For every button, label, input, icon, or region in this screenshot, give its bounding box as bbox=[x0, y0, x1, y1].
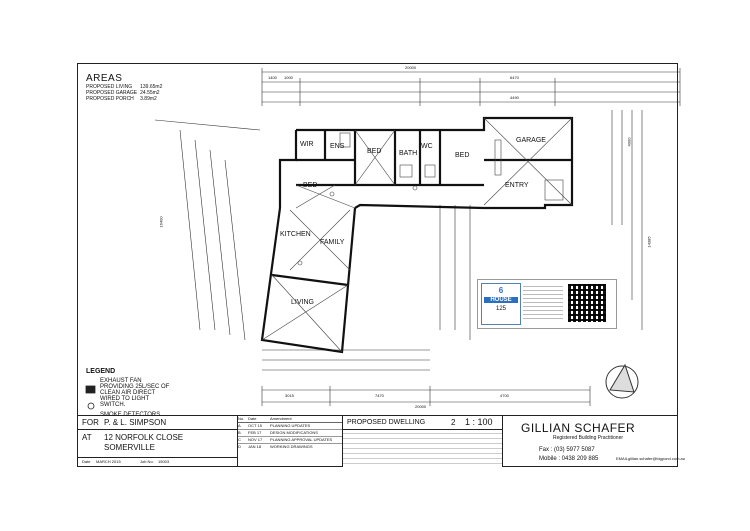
for-label: FOR bbox=[82, 418, 99, 427]
drawing-scale: 1 : 100 bbox=[465, 417, 493, 427]
dim-text: 14385 bbox=[646, 236, 652, 248]
revisions-table: No. Date Amendment A OCT 15 PLANNING UPDAT… bbox=[238, 416, 343, 467]
walls bbox=[260, 116, 574, 354]
rev-no: D bbox=[238, 444, 241, 449]
areas-title: AREAS bbox=[86, 73, 123, 84]
rev-text: WORKING DRAWINGS bbox=[270, 444, 313, 449]
dim-text: 7470 bbox=[375, 393, 384, 398]
energy-rating-certificate: 6 HOUSE 125 bbox=[477, 279, 617, 329]
certificate-text-block bbox=[523, 286, 563, 320]
dim-text: 4490 bbox=[510, 95, 519, 100]
rev-date: OCT 15 bbox=[248, 423, 262, 428]
rev-date: FEB 17 bbox=[248, 430, 262, 435]
email-address: gillian.schafer@bigpond.com.au bbox=[628, 456, 685, 461]
firm-name: GILLIAN SCHAFER bbox=[521, 421, 636, 435]
area-label: PROPOSED LIVING bbox=[86, 84, 133, 90]
area-label: PROPOSED GARAGE bbox=[86, 90, 138, 96]
room-label-entry: ENTRY bbox=[505, 182, 529, 189]
room-label-ens: ENS bbox=[330, 143, 345, 150]
star-rating: 6 bbox=[498, 286, 504, 295]
table-row: B FEB 17 DESIGN MODIFICATIONS bbox=[238, 430, 342, 437]
rev-no: C bbox=[238, 437, 241, 442]
dim-text: 1000 bbox=[284, 75, 293, 80]
dim-text: 1400 bbox=[268, 75, 277, 80]
north-arrow-icon bbox=[605, 363, 639, 399]
area-label: PROPOSED PORCH bbox=[86, 96, 134, 102]
dim-overall-top: 20000 bbox=[405, 65, 417, 70]
room-label-wc: WC bbox=[421, 143, 433, 150]
email-label: EMAIL bbox=[616, 456, 629, 461]
areas-panel: AREAS PROPOSED LIVING 139.65m2 PROPOSED G… bbox=[86, 73, 186, 102]
legend-title: LEGEND bbox=[86, 368, 116, 375]
general-notes bbox=[343, 430, 503, 467]
rev-text: DESIGN MODIFICATIONS bbox=[270, 430, 318, 435]
room-label-family: FAMILY bbox=[320, 239, 345, 246]
room-label-bed: BED bbox=[455, 152, 470, 159]
table-row: No. Date Amendment bbox=[238, 416, 342, 423]
mobile-number: Mobile : 0438 209 885 bbox=[539, 456, 599, 462]
room-label-wir: WIR bbox=[300, 141, 314, 148]
area-value: 24.55m2 bbox=[140, 90, 160, 96]
dim-overall-bottom: 20000 bbox=[415, 404, 427, 409]
rev-text: PLANNING APPROVAL UPDATES bbox=[270, 437, 333, 442]
qr-code-icon bbox=[568, 284, 606, 322]
rev-header-date: Date bbox=[248, 416, 257, 421]
job-number: 15003 bbox=[158, 459, 170, 464]
room-label-bed: BED bbox=[303, 182, 318, 189]
fax-number: Fax : (03) 5977 5087 bbox=[539, 447, 595, 453]
drawing-title: PROPOSED DWELLING bbox=[347, 419, 426, 426]
at-label: AT bbox=[82, 433, 92, 442]
dimension-lines bbox=[154, 68, 681, 406]
dim-text: 4000 bbox=[626, 137, 632, 147]
firm-subtitle: Registered Building Practitioner bbox=[553, 435, 624, 441]
date-label: Date bbox=[82, 459, 91, 464]
room-label-bed: BED bbox=[367, 148, 382, 155]
address-line2: SOMERVILLE bbox=[104, 443, 155, 452]
house-badge: HOUSE bbox=[484, 297, 518, 303]
rev-date: NOV 17 bbox=[248, 437, 263, 442]
date-value: MARCH 2015 bbox=[96, 459, 121, 464]
dim-text: 16400 bbox=[158, 216, 164, 228]
room-label-living: LIVING bbox=[291, 299, 314, 306]
table-row: PROPOSED LIVING 139.65m2 bbox=[86, 84, 165, 90]
area-value: 3.89m2 bbox=[140, 96, 157, 102]
rev-no: A bbox=[238, 423, 241, 428]
client-name: P. & L. SIMPSON bbox=[104, 418, 167, 427]
room-label-bath: BATH bbox=[399, 150, 418, 157]
table-row: A OCT 15 PLANNING UPDATES bbox=[238, 423, 342, 430]
rev-header-no: No. bbox=[238, 416, 245, 421]
table-row: C NOV 17 PLANNING APPROVAL UPDATES bbox=[238, 437, 342, 444]
title-block: FOR P. & L. SIMPSON AT 12 NORFOLK CLOSE … bbox=[78, 415, 685, 467]
table-row: D JAN 18 WORKING DRAWINGS bbox=[238, 444, 342, 450]
firm-block: GILLIAN SCHAFER Registered Building Prac… bbox=[503, 416, 685, 467]
job-label: Job No. bbox=[140, 459, 154, 464]
room-label-kitchen: KITCHEN bbox=[280, 231, 311, 238]
sheet-number: 2 bbox=[451, 418, 456, 427]
dim-text: 3015 bbox=[285, 393, 294, 398]
legend-item: EXHAUST FAN PROVIDING 25L/SEC OF CLEAN A… bbox=[86, 378, 172, 408]
rev-text: PLANNING UPDATES bbox=[270, 423, 311, 428]
rev-no: B bbox=[238, 430, 241, 435]
fixtures bbox=[261, 117, 573, 353]
area-value: 139.65m2 bbox=[140, 84, 163, 90]
energy-score: 125 bbox=[495, 306, 506, 312]
dim-text: 4700 bbox=[500, 393, 509, 398]
room-label-garage: GARAGE bbox=[516, 137, 546, 144]
rev-header-amend: Amendment bbox=[270, 416, 292, 421]
dim-text: 6470 bbox=[510, 75, 519, 80]
legend-text: EXHAUST FAN PROVIDING 25L/SEC OF CLEAN A… bbox=[100, 378, 170, 408]
rev-date: JAN 18 bbox=[248, 444, 262, 449]
legend-icons bbox=[85, 385, 96, 410]
address-line1: 12 NORFOLK CLOSE bbox=[104, 433, 184, 442]
table-row: PROPOSED PORCH 3.89m2 bbox=[86, 96, 165, 102]
